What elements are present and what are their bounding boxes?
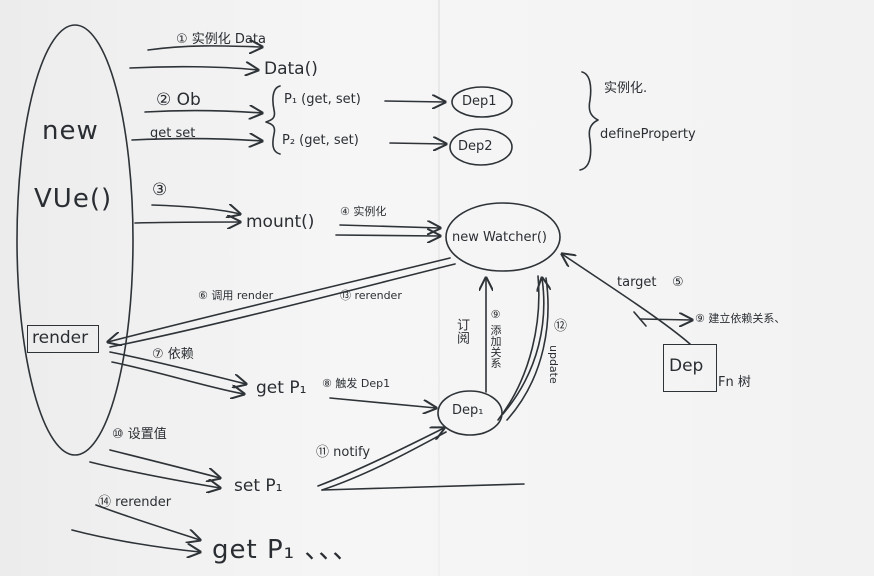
- brace-note-1: 实例化.: [604, 81, 648, 96]
- fn-label: Fn 树: [718, 375, 751, 390]
- arrow-getset: [131, 139, 262, 141]
- paper-fold: [438, 0, 440, 576]
- vue-call-label: VUe(): [34, 184, 113, 214]
- step8-label: ⑧ 触发 Dep1: [322, 377, 391, 390]
- arrow-step14b: [71, 529, 200, 552]
- relation-tick: [633, 311, 647, 327]
- arrow-data: [129, 67, 258, 70]
- arrow-mount-watcher: [335, 235, 440, 236]
- step13-label: ⑬ rerender: [340, 289, 402, 302]
- arrow-relation: [639, 319, 692, 320]
- arrow-step7: [109, 351, 246, 384]
- dep2-oval: [449, 128, 513, 166]
- step14-label: ⑭ rerender: [98, 495, 172, 510]
- brace-p: [265, 85, 281, 155]
- dep1-bottom-oval: [437, 390, 503, 436]
- watcher-label: new Watcher(): [452, 230, 547, 245]
- get-p1-label: get P₁: [256, 378, 307, 398]
- arrow-step4: [339, 225, 440, 228]
- dep2-label: Dep2: [458, 139, 493, 154]
- step5-label: ⑤: [672, 275, 684, 290]
- p2-label: P₂ (get, set): [282, 133, 359, 148]
- mount-label: mount(): [246, 212, 315, 232]
- arrow-step8: [329, 397, 436, 408]
- dep1-label: Dep1: [462, 94, 497, 109]
- step3-label: ③: [152, 180, 168, 200]
- update-label: update: [547, 345, 560, 384]
- arrow-step10b: [89, 461, 220, 488]
- get-p1-end-label: get P₁ 、、、: [212, 535, 360, 565]
- step7-label: ⑦ 依赖: [152, 347, 194, 362]
- arrow-p2-dep2: [389, 143, 446, 144]
- arrow-update-1: [502, 278, 544, 415]
- p1-label: P₁ (get, set): [284, 92, 361, 107]
- dep1-oval: [451, 86, 513, 118]
- arrow-target: [562, 254, 691, 345]
- render-label: render: [32, 328, 89, 348]
- arrow-step3: [151, 205, 240, 214]
- step9-dep-label: ⑨ 建立依赖关系、: [695, 312, 786, 325]
- step12-label: ⑫: [554, 319, 568, 334]
- arrow-step2: [144, 111, 262, 113]
- dep-box: [663, 344, 717, 392]
- step9-watch-label: ⑨ 添加关系: [489, 308, 502, 369]
- set-p1-label: set P₁: [234, 476, 283, 496]
- brace-note-2: defineProperty: [600, 127, 696, 142]
- step1-label: ① 实例化 Data: [176, 32, 266, 47]
- arrow-notify-1: [317, 428, 444, 487]
- arrow-p1-dep1: [384, 101, 445, 102]
- target-label: target: [617, 275, 657, 290]
- arrow-step10: [109, 449, 220, 478]
- arrow-update-3: [506, 277, 549, 421]
- step6-label: ⑥ 调用 render: [198, 289, 274, 302]
- arrow-step1: [147, 46, 262, 50]
- dep-box-label: Dep: [669, 356, 704, 376]
- watcher-oval: [445, 202, 561, 272]
- step2-label: ② Ob: [156, 90, 201, 110]
- arrow-render-2: [109, 263, 456, 348]
- notify-tail: [321, 483, 525, 491]
- data-fn-label: Data(): [264, 59, 318, 79]
- subscribe-label: 订阅: [454, 318, 469, 344]
- step4-label: ④ 实例化: [340, 205, 387, 218]
- vue-oval: [16, 24, 134, 456]
- brace-right: [579, 71, 599, 171]
- arrow-step7b: [111, 361, 244, 394]
- dep1-bottom-label: Dep₁: [452, 403, 484, 418]
- arrow-notify-2: [321, 431, 447, 491]
- arrow-render-1: [108, 257, 451, 342]
- render-box: [27, 325, 99, 353]
- arrow-step14: [95, 504, 200, 540]
- step11-label: ⑪ notify: [316, 445, 371, 460]
- get-set-label: get set: [150, 126, 196, 141]
- vue-new-label: new: [42, 116, 99, 146]
- arrow-mount: [134, 222, 240, 223]
- step10-label: ⑩ 设置值: [112, 427, 167, 442]
- arrow-update-2: [497, 275, 540, 421]
